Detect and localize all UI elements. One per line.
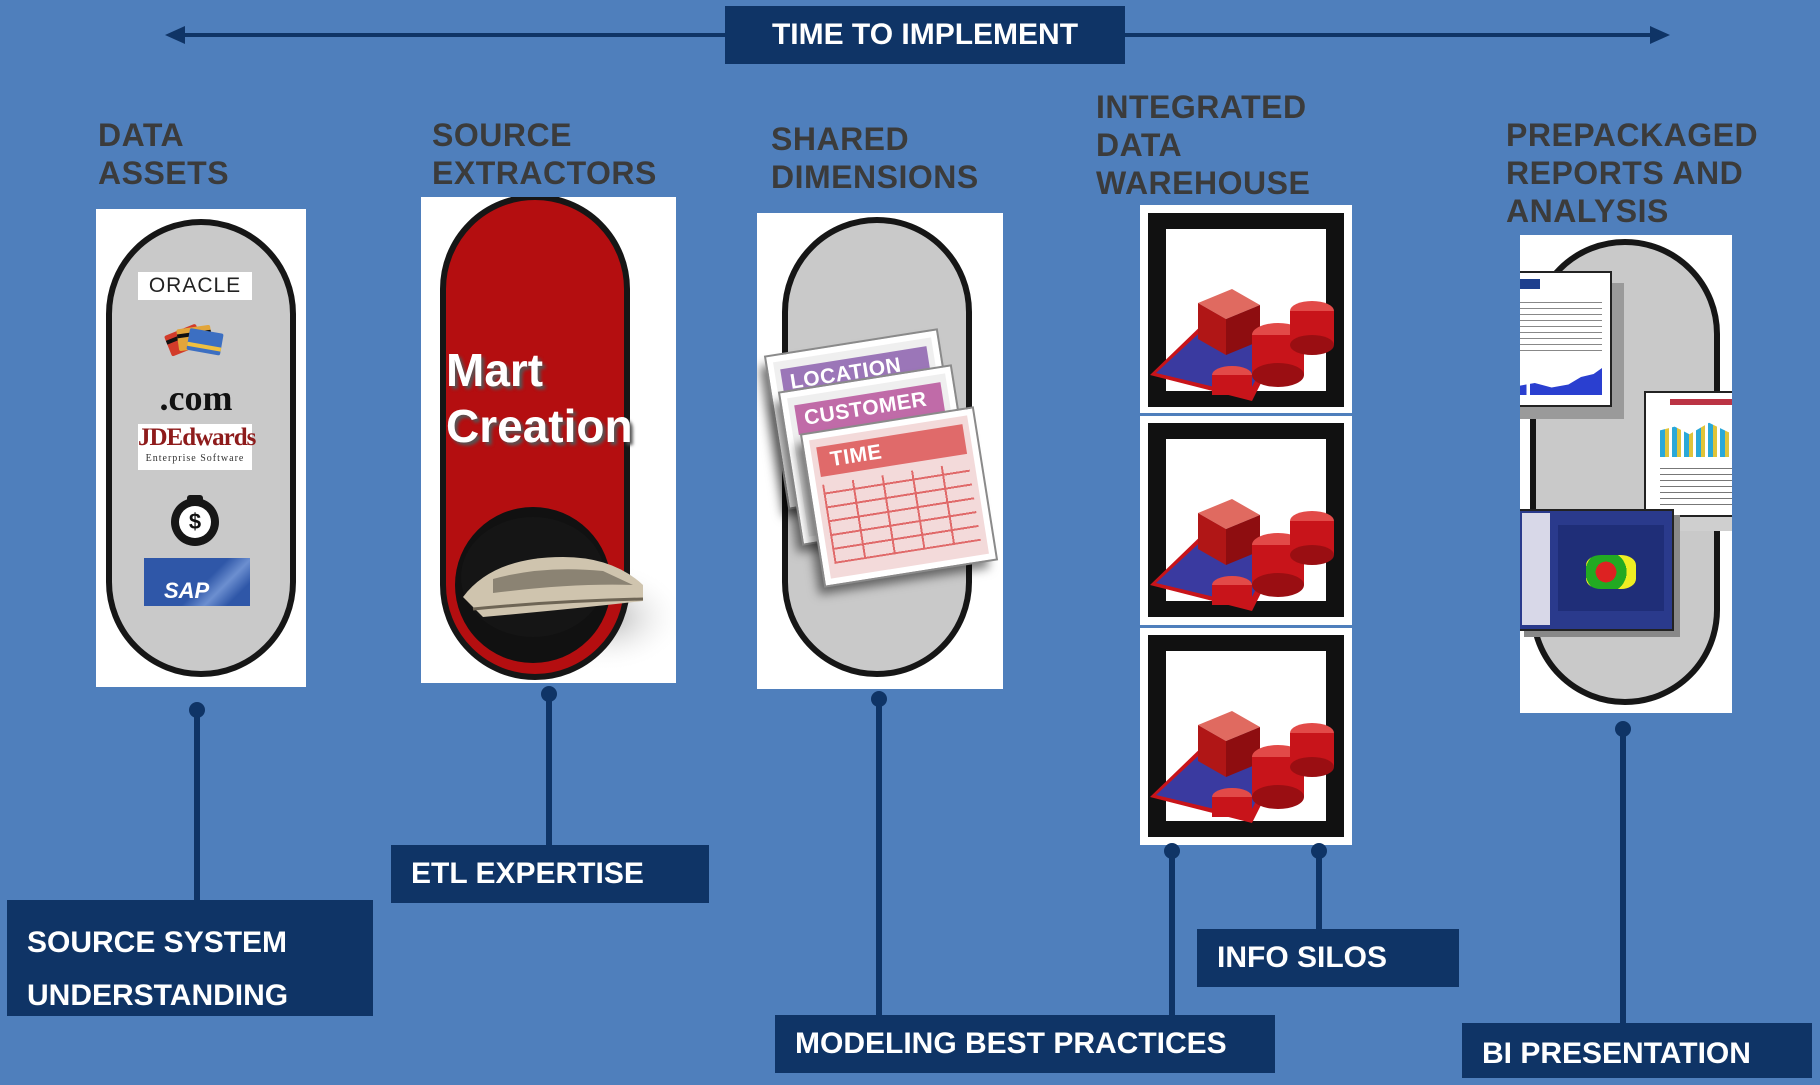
credit-cards-icon — [164, 324, 224, 357]
data-assets-panel: ORACLE .com JDEdwards Enterprise Softwar… — [96, 209, 306, 687]
label-etl-expertise: ETL EXPERTISE — [391, 845, 709, 903]
prepackaged-reports-panel — [1520, 235, 1732, 713]
cube-database-icon — [1150, 711, 1334, 823]
cube-database-icon — [1150, 289, 1334, 401]
connector-line — [1620, 727, 1626, 1023]
dotcom-logo: .com — [159, 378, 233, 418]
sap-logo: SAP — [144, 558, 250, 606]
time-card-grid — [822, 461, 981, 564]
report-thumbnail-icon — [1644, 391, 1732, 517]
oracle-logo: ORACLE — [138, 272, 252, 300]
dw-divider — [1140, 413, 1352, 416]
connector-line — [546, 692, 552, 846]
report-thumbnail-icon — [1520, 271, 1612, 407]
jdedwards-logo: JDEdwards Enterprise Software — [138, 424, 256, 470]
money-bag-symbol: $ — [188, 509, 202, 534]
label-bi-presentation: BI PRESENTATION — [1462, 1023, 1812, 1078]
label-modeling-best-practices: MODELING BEST PRACTICES — [775, 1015, 1275, 1073]
arrow-right-icon — [1650, 26, 1670, 44]
money-bag-icon — [171, 495, 219, 546]
arrow-left-icon — [165, 26, 185, 44]
shared-dimensions-panel: LOCATION CUSTOMER TIME — [757, 213, 1003, 689]
card-time: TIME — [799, 406, 999, 588]
time-to-implement-label: TIME TO IMPLEMENT — [725, 6, 1125, 64]
dw-divider — [1140, 625, 1352, 628]
report-thumbnail-icon — [1520, 509, 1674, 631]
connector-line — [194, 708, 200, 900]
label-info-silos: INFO SILOS — [1197, 929, 1459, 987]
cube-database-icon — [1150, 499, 1334, 611]
connector-line — [1169, 849, 1175, 1015]
train-icon — [463, 557, 644, 617]
connector-line — [876, 697, 882, 1015]
connector-line — [1316, 849, 1322, 929]
integrated-dw-panel — [1140, 205, 1352, 845]
